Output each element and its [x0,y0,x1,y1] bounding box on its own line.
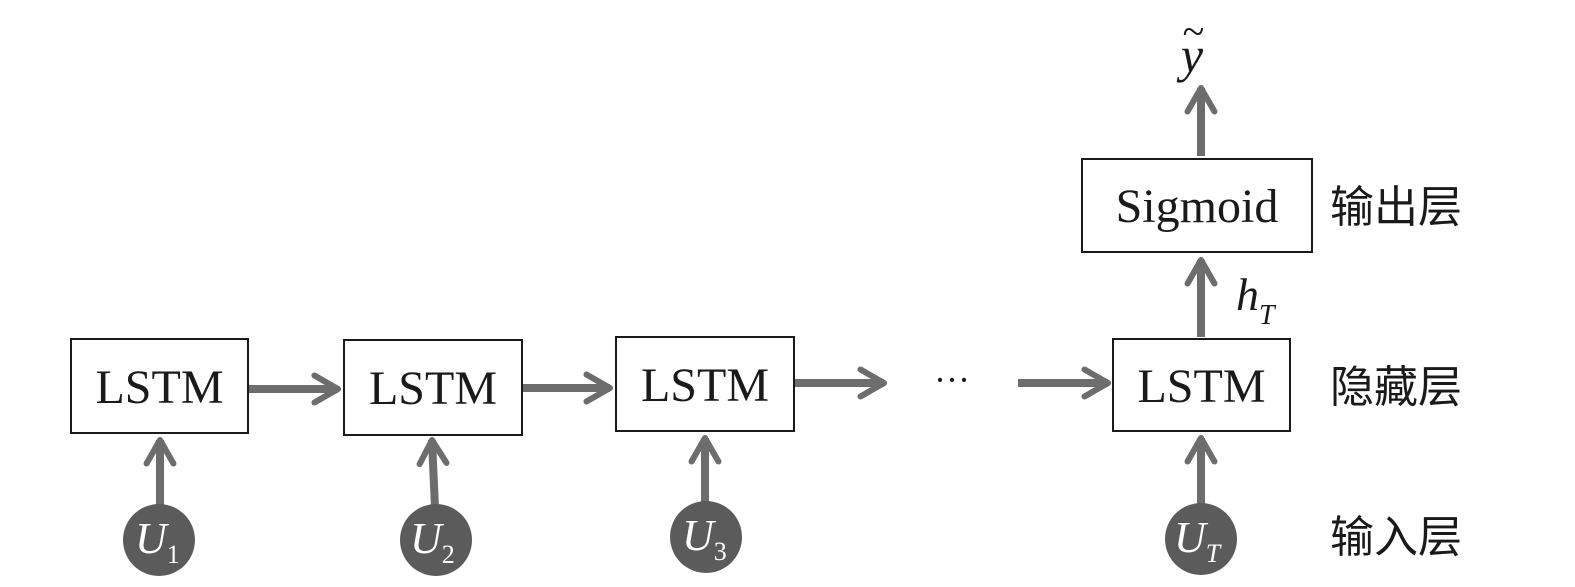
lstm-cell-label: LSTM [1137,360,1265,413]
input-arrow-2 [416,436,450,509]
input-node-1: U1 [123,504,195,576]
hidden-state-label: hT [1236,269,1277,331]
input-node-sub: 2 [442,540,455,569]
input-node-sub: 3 [714,537,727,566]
output-var: y [1176,27,1204,83]
hidden-layer-label: 隐藏层 [1330,362,1462,413]
input-layer-label: 输入层 [1330,512,1462,563]
input-node-var: U [410,514,445,563]
lstm-cell-2: LSTM [343,339,523,436]
hidden-state-sub: T [1259,300,1277,331]
output-tilde: ~ [1182,9,1204,54]
output-label: ~ y [1176,9,1204,83]
input-node-T: UT [1165,503,1237,575]
input-node-sub: T [1206,539,1222,568]
output-layer-label: 输出层 [1330,182,1462,233]
lstm-cell-label: LSTM [95,361,223,414]
svg-text:U3: U3 [682,511,727,566]
input-node-var: U [135,514,170,563]
input-node-var: U [682,511,717,560]
lstm-cell-3: LSTM [615,336,795,432]
input-node-3: U3 [670,501,742,573]
sigmoid-box: Sigmoid [1081,158,1313,253]
svg-text:hT: hT [1236,269,1277,331]
input-node-sub: 1 [167,540,180,569]
sigmoid-label: Sigmoid [1116,180,1279,233]
hidden-state-var: h [1236,269,1259,320]
input-node-var: U [1174,513,1209,562]
lstm-cell-1: LSTM [70,338,249,434]
svg-text:U2: U2 [410,514,455,569]
lstm-cell-label: LSTM [369,362,497,415]
lstm-cell-label: LSTM [641,359,769,412]
lstm-cell-T: LSTM [1112,338,1291,432]
input-node-2: U2 [400,504,472,576]
svg-text:U1: U1 [135,514,180,569]
ellipsis: ··· [934,360,970,400]
svg-text:UT: UT [1174,513,1222,568]
